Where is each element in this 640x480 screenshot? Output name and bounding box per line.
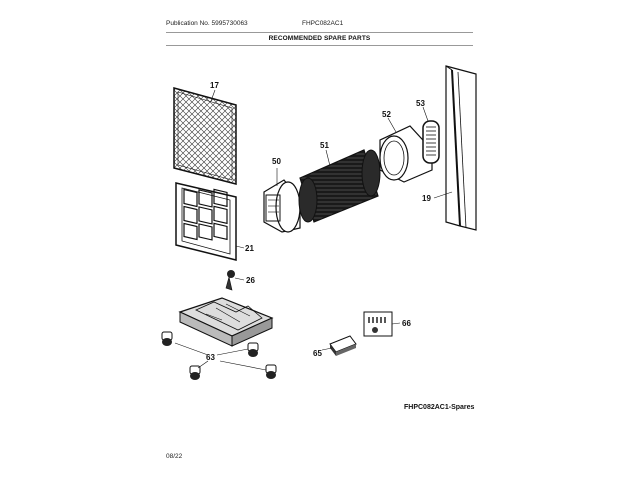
part-19-window-panel [433, 65, 477, 231]
callout-51: 51 [320, 141, 329, 150]
callout-53: 53 [416, 99, 425, 108]
callout-17: 17 [210, 81, 219, 90]
part-52-window-adapter [379, 117, 433, 183]
revision-date: 08/22 [166, 453, 183, 460]
callout-66: 66 [402, 319, 411, 328]
callout-52: 52 [382, 110, 391, 119]
part-63-casters [161, 331, 277, 380]
part-66-hardware-kit [363, 311, 401, 337]
callout-21: 21 [245, 244, 254, 253]
part-65-remote-control [321, 335, 357, 356]
base-tray [178, 297, 274, 347]
part-21-grid-filter [175, 182, 245, 261]
header-rule-top [166, 32, 473, 33]
publication-number: Publication No. 5995730063 [166, 20, 248, 27]
part-51-exhaust-hose [298, 149, 381, 223]
callout-65: 65 [313, 349, 322, 358]
callout-63: 63 [206, 353, 215, 362]
part-53-grille [422, 106, 440, 164]
part-50-duct-adapter [263, 168, 301, 233]
model-number: FHPC082AC1 [302, 20, 344, 27]
part-17-mesh-filter [173, 87, 237, 185]
header-rule-bottom [166, 45, 473, 46]
diagram-reference: FHPC082AC1-Spares [404, 404, 475, 411]
part-26-clip [225, 270, 245, 291]
section-title: RECOMMENDED SPARE PARTS [268, 35, 371, 42]
callout-26: 26 [246, 276, 255, 285]
callout-50: 50 [272, 157, 281, 166]
callout-19: 19 [422, 194, 431, 203]
